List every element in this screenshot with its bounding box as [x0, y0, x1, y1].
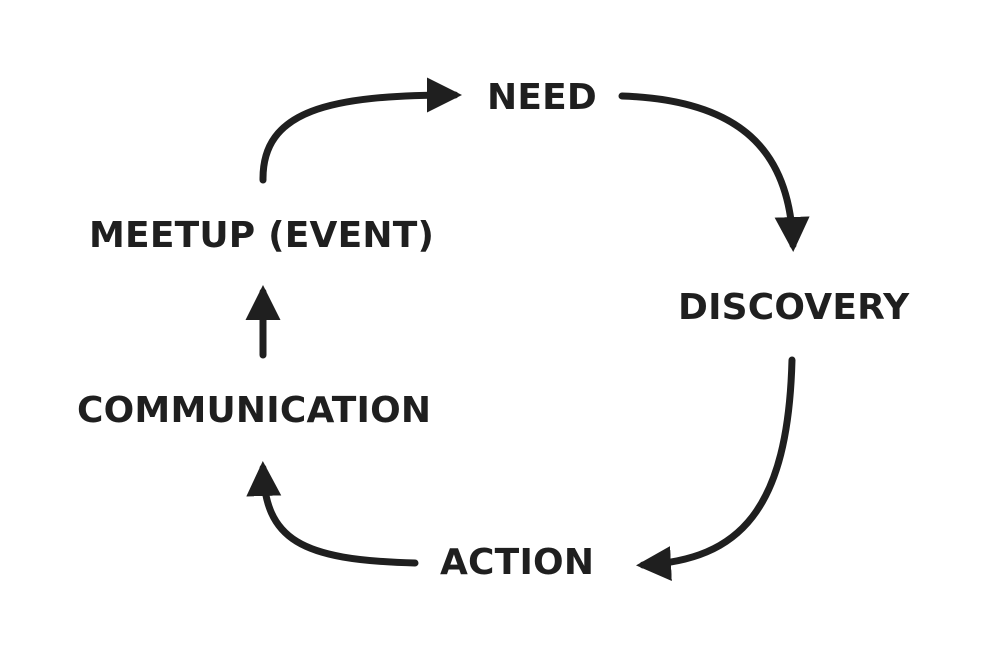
stage-need-label: NEED — [487, 77, 597, 118]
arrow-action-to-communication — [246, 461, 419, 567]
stage-meetup-label: MEETUP (EVENT) — [89, 215, 435, 256]
stage-action-label: ACTION — [440, 542, 595, 583]
arrow-meetup-to-need — [259, 77, 462, 184]
stage-communication-label: COMMUNICATION — [77, 390, 432, 431]
arrow-discovery-to-action — [636, 356, 796, 582]
arrow-need-to-discovery — [618, 92, 810, 252]
stage-discovery-label: DISCOVERY — [678, 287, 910, 328]
